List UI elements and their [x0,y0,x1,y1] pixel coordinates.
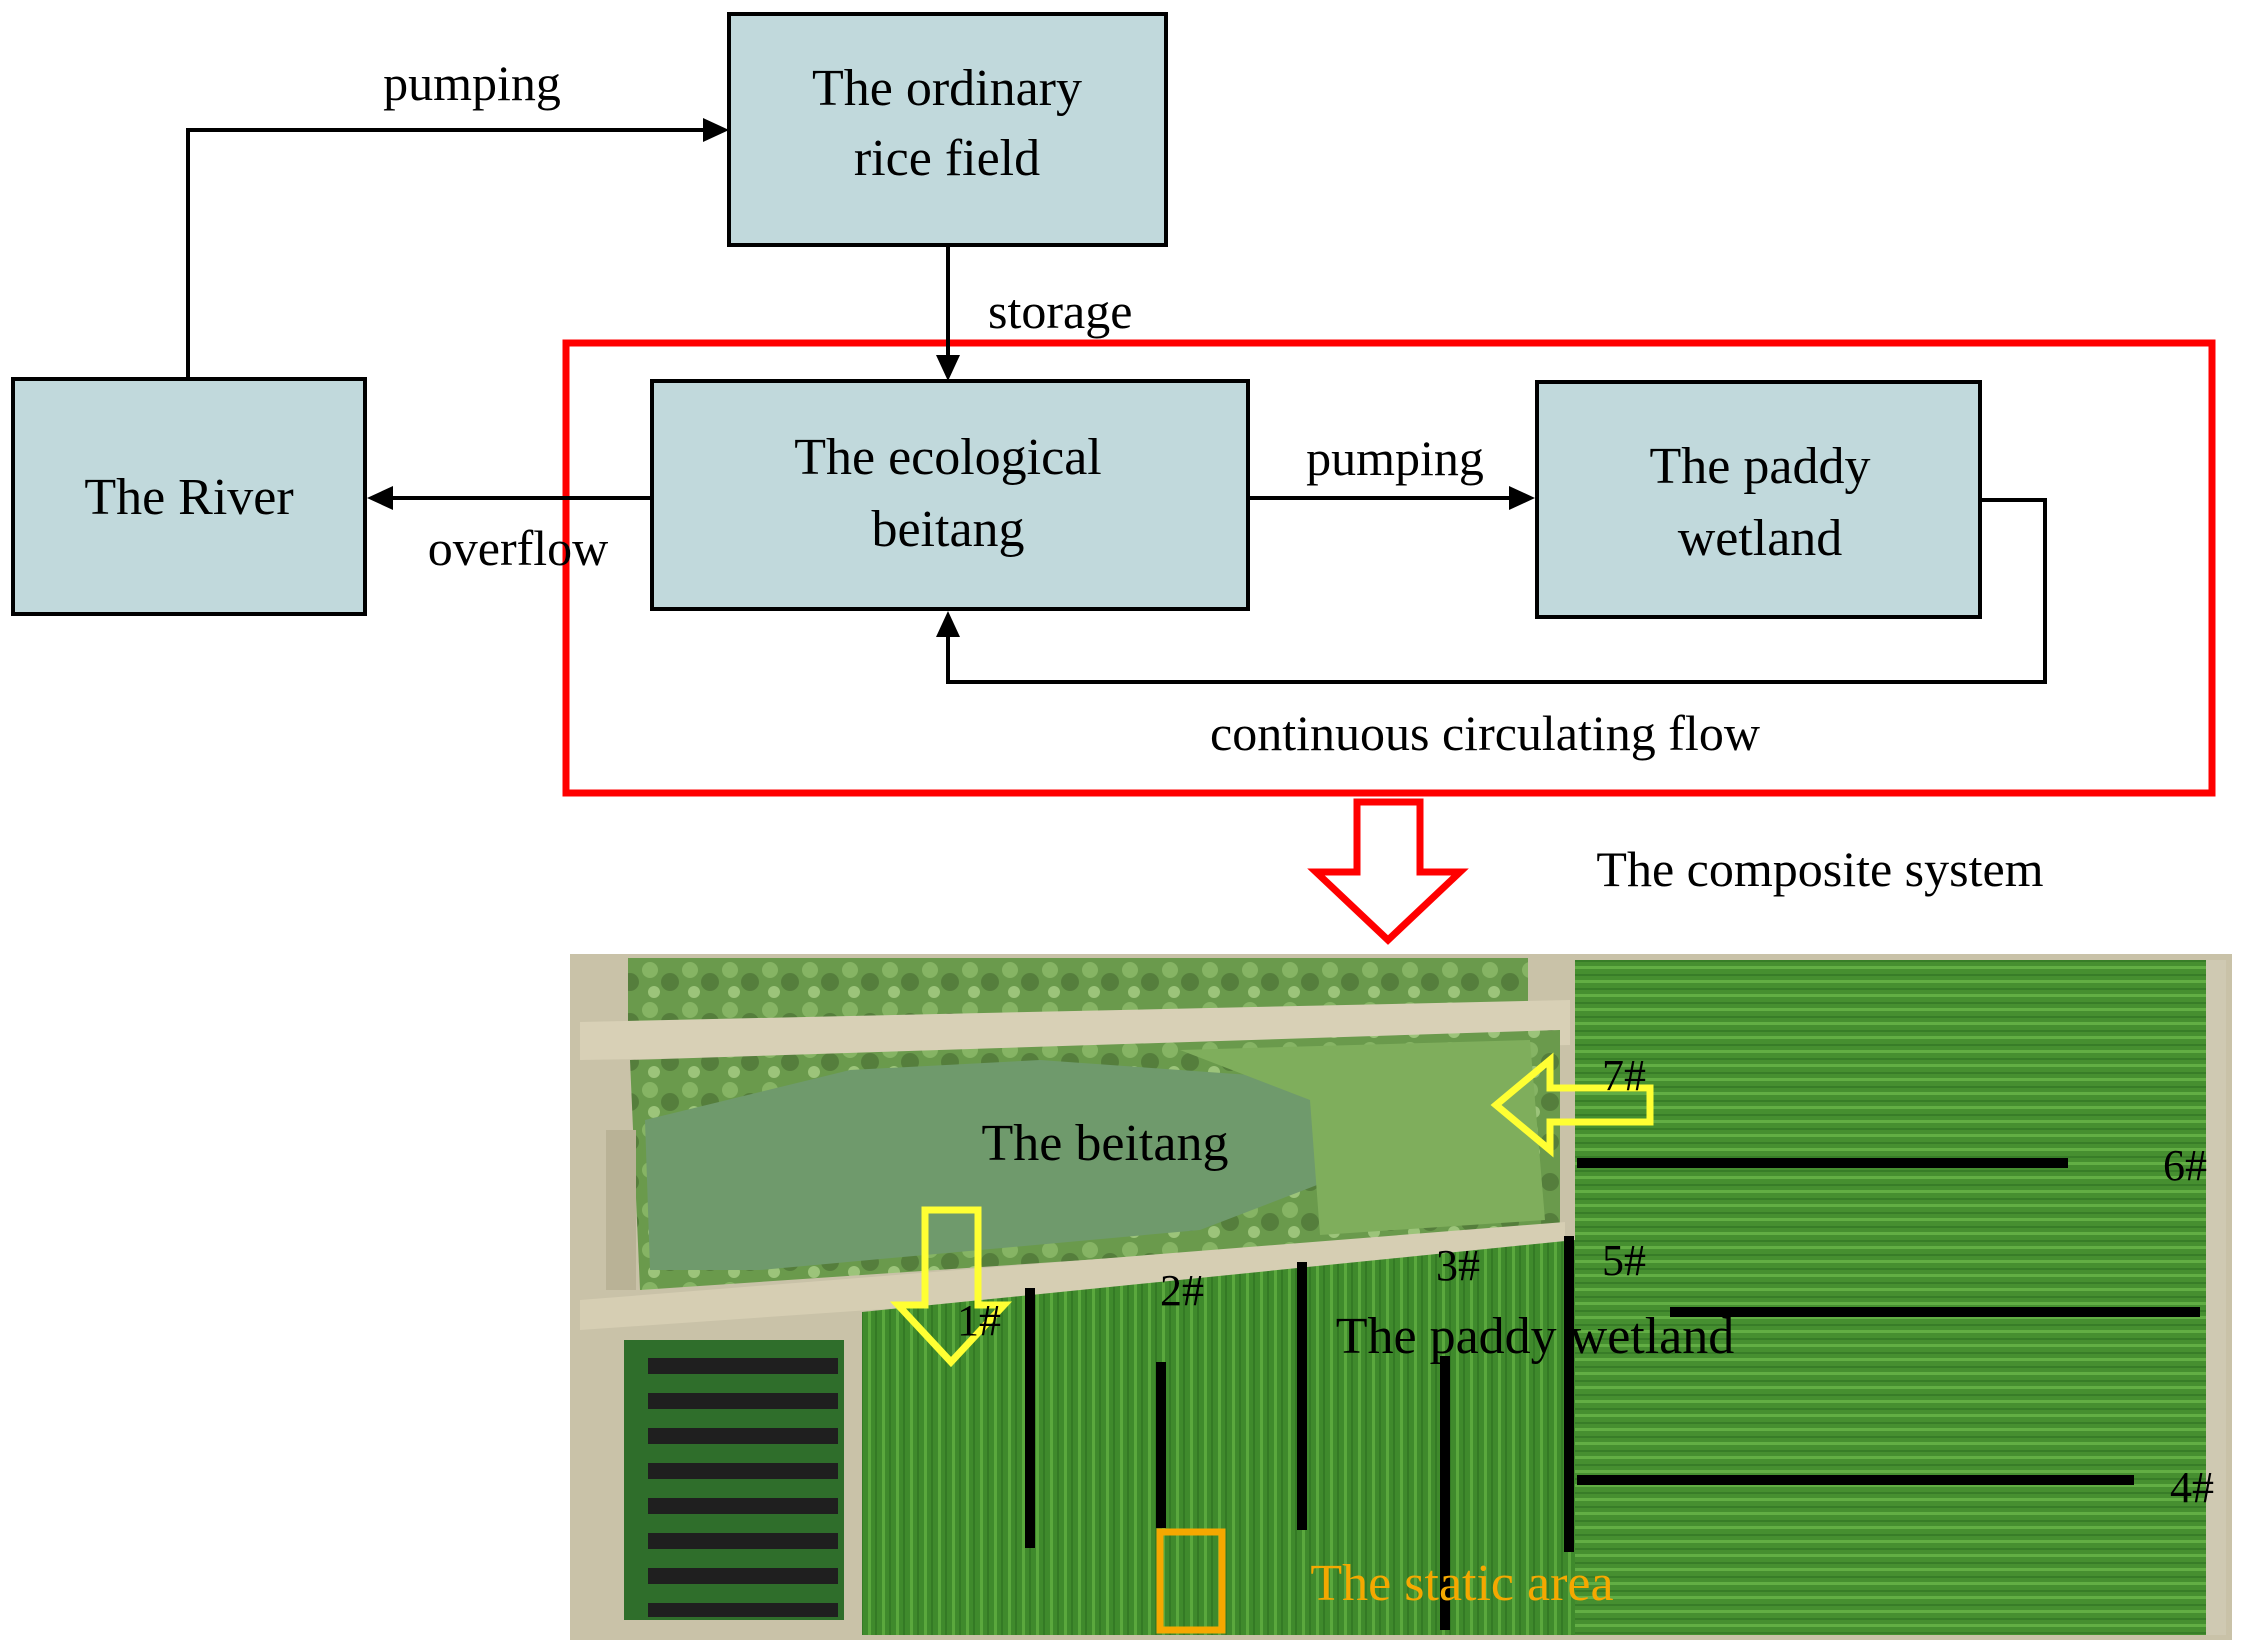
edge-beitang-to-river-label: overflow [428,520,609,576]
node-ecological-beitang-line2: beitang [871,501,1024,558]
sampling-point-3: 3# [1436,1241,1480,1290]
sampling-point-4: 4# [2170,1463,2214,1512]
node-ecological-beitang-line1: The ecological [794,429,1102,486]
edge-beitang-to-wetland: pumping [1248,430,1535,510]
sampling-point-2: 2# [1160,1266,1204,1315]
node-ordinary-rice-field-line1: The ordinary [812,60,1082,117]
node-ecological-beitang: The ecological beitang [650,379,1250,611]
arrow-into-paddy-left [889,1206,1013,1368]
node-paddy-wetland-line1: The paddy [1650,438,1871,495]
aerial-paddy-wetland-label: The paddy wetland [1336,1308,1735,1365]
sampling-point-1: 1# [957,1296,1001,1345]
node-ordinary-rice-field-line2: rice field [854,130,1040,187]
edge-wetland-to-beitang: continuous circulating flow [936,498,2047,761]
edge-beitang-to-wetland-label: pumping [1306,430,1484,486]
edge-field-to-beitang-label: storage [988,283,1132,339]
node-ordinary-rice-field: The ordinary rice field [727,12,1168,247]
paddy-partitions [1025,1158,2200,1630]
edge-wetland-to-beitang-label: continuous circulating flow [1210,705,1760,761]
sampling-point-7: 7# [1602,1051,1646,1100]
arrow-into-paddy-wetland [1490,1052,1654,1158]
composite-system-frame [562,339,2216,797]
composite-system-label: The composite system [1596,841,2043,897]
composite-down-arrow [1307,798,1469,945]
edge-beitang-to-river: overflow [367,486,652,576]
aerial-beitang-label: The beitang [982,1115,1229,1172]
node-river-label: The River [84,469,293,526]
static-area-label: The static area [1310,1555,1613,1612]
left-small-plots [648,1358,838,1617]
aerial-photo [570,954,2232,1640]
sampling-point-6: 6# [2163,1141,2207,1190]
node-paddy-wetland-line2: wetland [1678,510,1843,567]
sampling-points: 1# 2# 3# 4# 5# 6# 7# [957,1051,2214,1512]
static-area-box [1156,1528,1226,1634]
node-river: The River [11,377,367,616]
edge-river-to-field: pumping [186,55,729,379]
edge-river-to-field-label: pumping [383,55,561,111]
node-paddy-wetland: The paddy wetland [1535,380,1982,619]
sampling-point-5: 5# [1602,1236,1646,1285]
edge-field-to-beitang: storage [936,245,1132,381]
